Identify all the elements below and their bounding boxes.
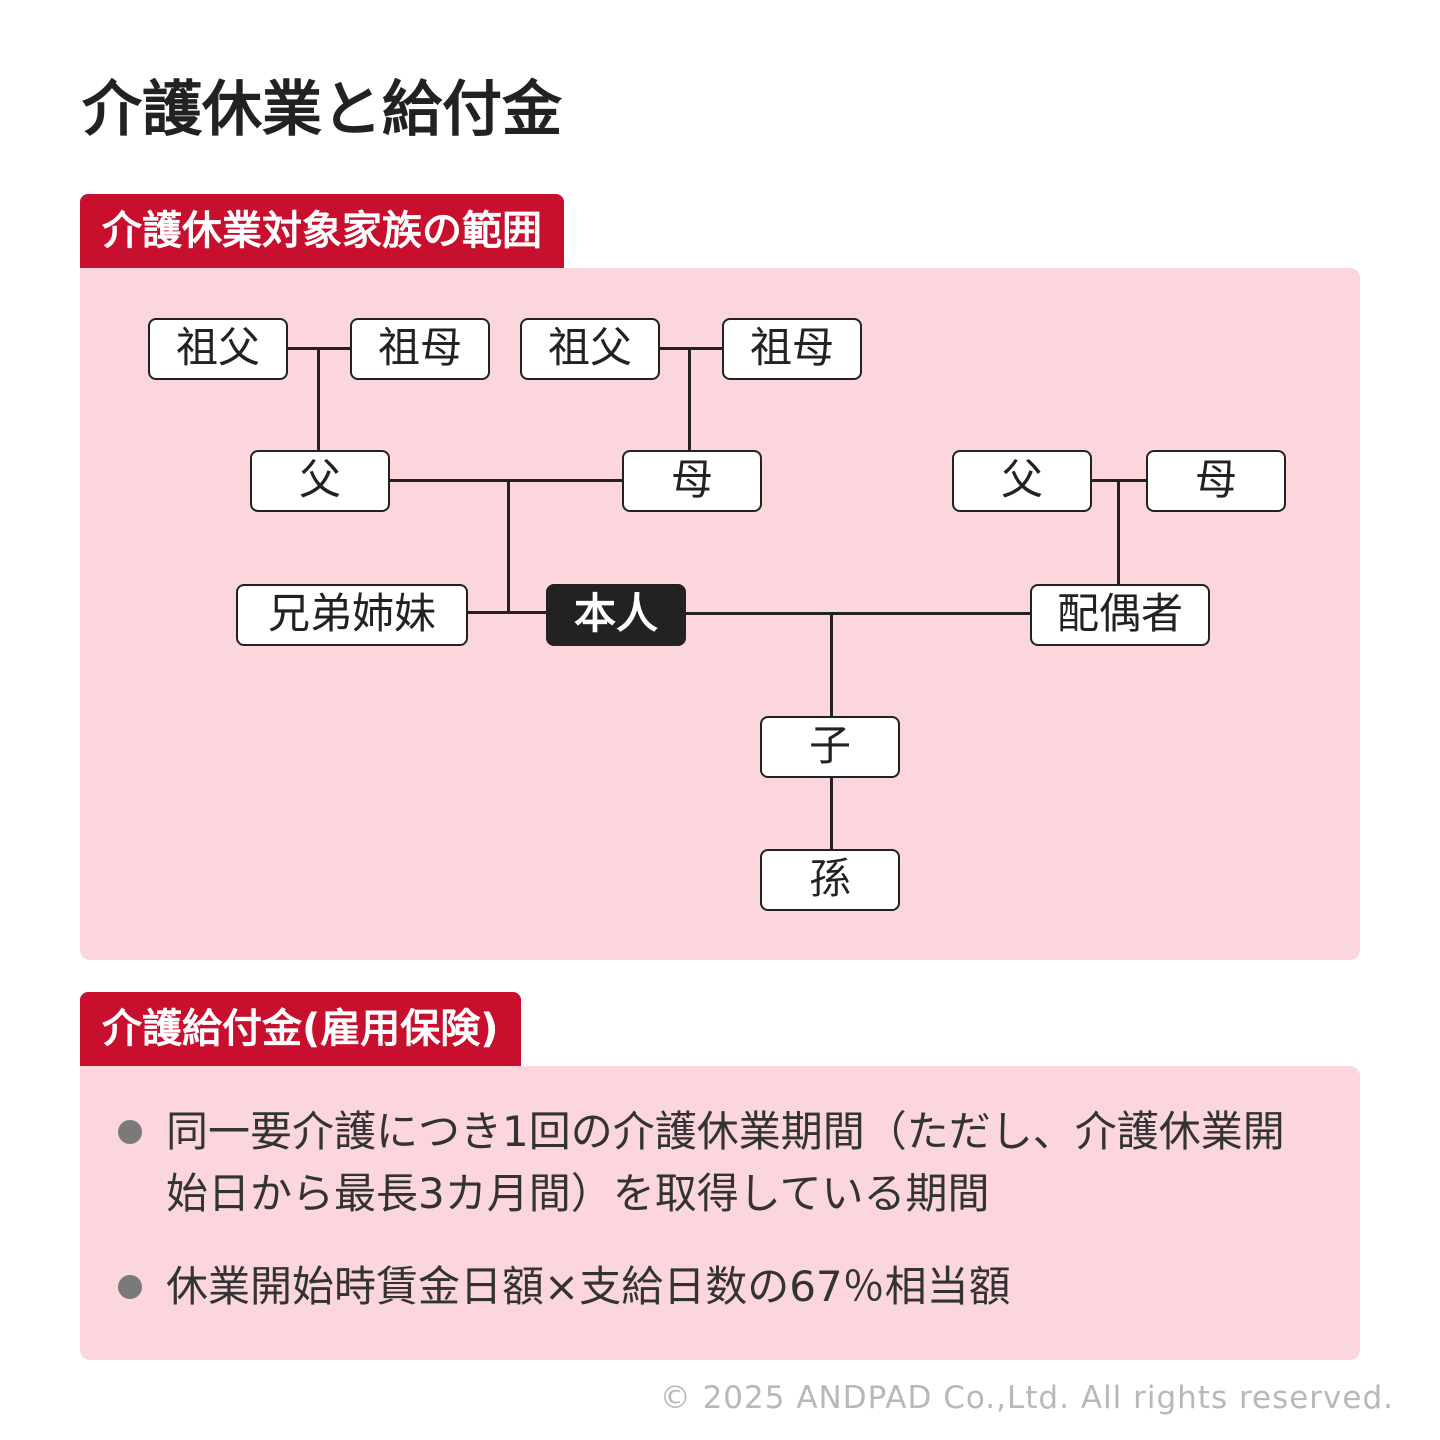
- node-maternal-grandmother: 祖母: [722, 318, 862, 380]
- page-title: 介護休業と給付金: [82, 75, 562, 145]
- list-item-text: 休業開始時賃金日額×支給日数の67％相当額: [166, 1262, 1011, 1311]
- node-spouse: 配偶者: [1030, 584, 1210, 646]
- connector-line: [1117, 479, 1120, 586]
- benefit-panel: 同一要介護につき1回の介護休業期間（ただし、介護休業開始日から最長3カ月間）を取…: [80, 1066, 1360, 1360]
- node-father: 父: [250, 450, 390, 512]
- copyright-notice: © 2025 ANDPAD Co.,Ltd. All rights reserv…: [659, 1380, 1394, 1416]
- family-tree: 祖父 祖母 祖父 祖母 父 母 父 母 兄弟姉妹 本人 配偶者 子 孫: [80, 268, 1360, 960]
- node-maternal-grandfather: 祖父: [520, 318, 660, 380]
- node-siblings: 兄弟姉妹: [236, 584, 468, 646]
- connector-line: [830, 777, 833, 851]
- node-paternal-grandfather: 祖父: [148, 318, 288, 380]
- connector-line: [466, 611, 546, 614]
- node-self: 本人: [546, 584, 686, 646]
- connector-line: [507, 479, 510, 613]
- node-child: 子: [760, 716, 900, 778]
- node-spouse-father: 父: [952, 450, 1092, 512]
- connector-line: [688, 347, 691, 452]
- node-grandchild: 孫: [760, 849, 900, 911]
- family-scope-heading: 介護休業対象家族の範囲: [80, 194, 564, 268]
- connector-line: [317, 347, 320, 452]
- node-spouse-mother: 母: [1146, 450, 1286, 512]
- list-item-text: 同一要介護につき1回の介護休業期間（ただし、介護休業開始日から最長3カ月間）を取…: [166, 1107, 1285, 1218]
- connector-line: [684, 612, 1032, 615]
- family-tree-panel: 祖父 祖母 祖父 祖母 父 母 父 母 兄弟姉妹 本人 配偶者 子 孫: [80, 268, 1360, 960]
- bullet-icon: [118, 1275, 142, 1299]
- connector-line: [830, 613, 833, 717]
- connector-line: [388, 479, 624, 482]
- node-paternal-grandmother: 祖母: [350, 318, 490, 380]
- benefit-heading: 介護給付金(雇用保険): [80, 992, 521, 1066]
- node-mother: 母: [622, 450, 762, 512]
- bullet-icon: [118, 1120, 142, 1144]
